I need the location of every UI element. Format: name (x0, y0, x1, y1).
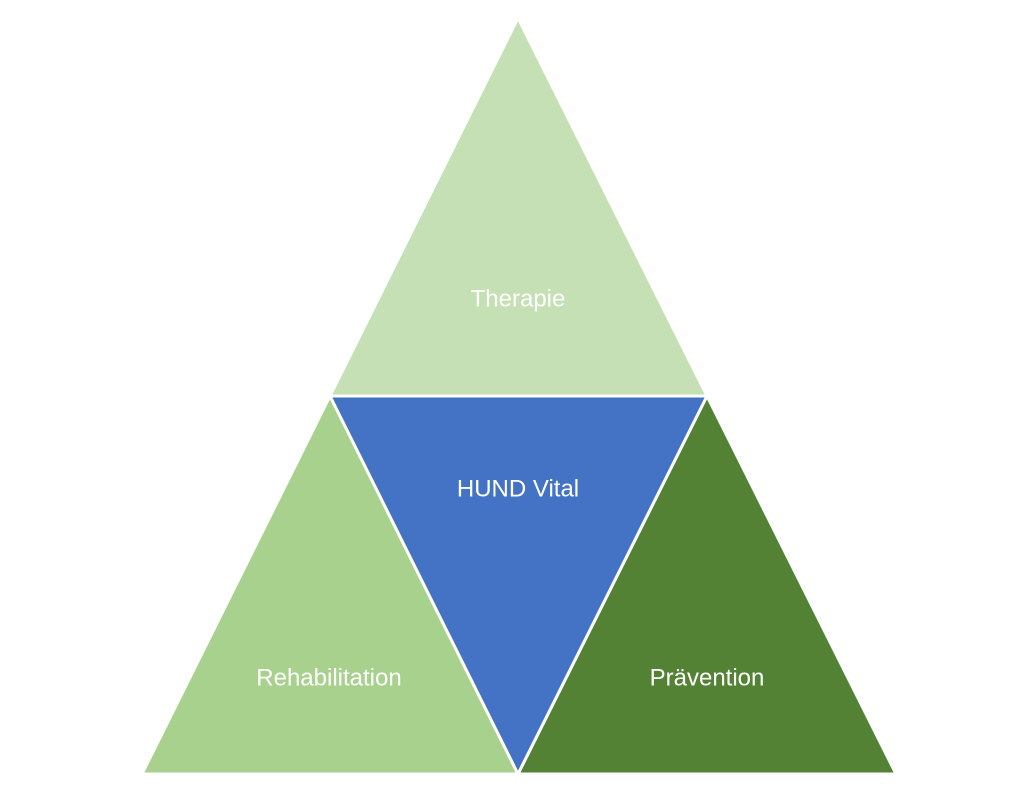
segment-left-label: Rehabilitation (256, 664, 401, 691)
segment-top: Therapie (327, 14, 710, 398)
segment-top-label: Therapie (471, 285, 566, 312)
segment-center-label: HUND Vital (457, 475, 579, 502)
segment-top-shape (327, 14, 710, 398)
segment-center-shape (327, 394, 710, 778)
segment-center: HUND Vital (327, 394, 710, 778)
segment-right-label: Prävention (650, 664, 765, 691)
